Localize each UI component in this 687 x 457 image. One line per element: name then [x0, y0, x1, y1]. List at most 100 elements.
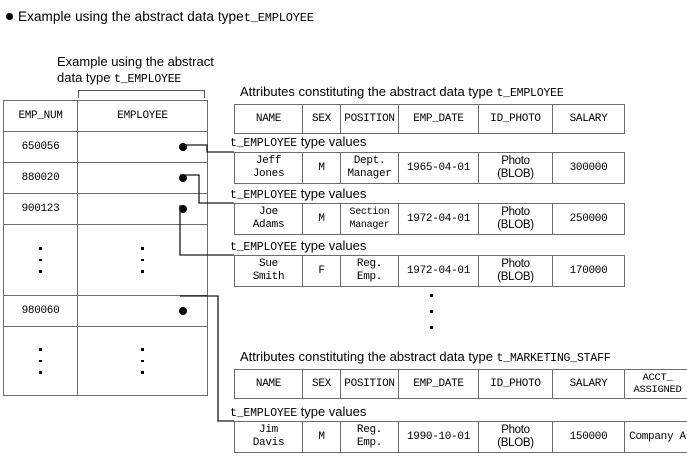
- cell-name-line2: Adams: [252, 219, 285, 231]
- table-row[interactable]: 650056: [3, 131, 208, 163]
- cell-id-photo-line2: (BLOB): [497, 219, 534, 231]
- cell-name-line1: Jeff: [255, 155, 282, 167]
- table-row-ellipsis: [3, 326, 208, 396]
- type-values-label-text: type values: [297, 134, 367, 149]
- column-header-sex: SEX: [302, 104, 341, 134]
- vertical-ellipsis-icon: [78, 327, 207, 395]
- table-row[interactable]: 980060: [3, 295, 208, 327]
- column-header-emp-date: EMP_DATE: [398, 104, 479, 134]
- page-title-text: Example using the abstract data type: [18, 9, 244, 24]
- column-header-position: POSITION: [340, 104, 399, 134]
- table-row[interactable]: 880020: [3, 162, 208, 194]
- vertical-ellipsis-icon: [4, 327, 77, 395]
- cell-id-photo: Photo (BLOB): [478, 203, 553, 235]
- column-header-position: POSITION: [340, 369, 399, 399]
- employee-type-caption: Attributes constituting the abstract dat…: [240, 84, 564, 100]
- cell-salary: 250000: [552, 203, 625, 235]
- cell-id-photo-line1: Photo: [501, 424, 530, 436]
- cell-position-line1: Reg.: [356, 424, 383, 436]
- reference-anchor-icon: [179, 174, 187, 182]
- employee-value-row-jeff-jones: Jeff Jones M Dept. Manager 1965-04-01 Ph…: [234, 152, 625, 184]
- type-values-label-text: type values: [297, 238, 367, 253]
- column-header-emp-num: EMP_NUM: [3, 100, 78, 132]
- cell-emp-num: 880020: [3, 162, 78, 194]
- cell-ellipsis: [77, 224, 208, 296]
- cell-emp-num: 980060: [3, 295, 78, 327]
- cell-position-line2: Emp.: [356, 437, 383, 449]
- cell-position-line1: Dept.: [353, 155, 386, 167]
- marketing-type-caption-code: t_MARKETING_STAFF: [496, 352, 611, 365]
- cell-employee-ref: [77, 193, 208, 225]
- cell-emp-date: 1972-04-01: [398, 255, 479, 287]
- table-header-row: NAME SEX POSITION EMP_DATE ID_PHOTO SALA…: [234, 369, 687, 399]
- table-row: Jim Davis M Reg. Emp. 1990-10-01 Photo (…: [234, 421, 687, 453]
- marketing-attributes-header-table: NAME SEX POSITION EMP_DATE ID_PHOTO SALA…: [234, 369, 687, 399]
- cell-emp-date: 1965-04-01: [398, 152, 479, 184]
- type-values-label-code: t_EMPLOYEE: [230, 407, 298, 420]
- cell-position: Section Manager: [340, 203, 399, 235]
- cell-ellipsis: [3, 224, 78, 296]
- table-row[interactable]: 900123: [3, 193, 208, 225]
- reference-anchor-icon: [179, 205, 187, 213]
- cell-name-line1: Jim: [259, 424, 278, 436]
- employee-number-table: EMP_NUM EMPLOYEE 650056 880020 900123: [3, 100, 208, 396]
- bullet-icon: [6, 13, 13, 20]
- cell-name: Sue Smith: [234, 255, 303, 287]
- cell-id-photo-line2: (BLOB): [497, 437, 534, 449]
- type-values-label: t_EMPLOYEE type values: [230, 238, 366, 254]
- vertical-ellipsis-icon: [4, 225, 77, 295]
- cell-name-line1: Joe: [259, 206, 278, 218]
- cell-id-photo-line1: Photo: [501, 206, 530, 218]
- marketing-type-caption-text: Attributes constituting the abstract dat…: [240, 349, 497, 364]
- cell-id-photo: Photo (BLOB): [478, 421, 553, 453]
- cell-sex: M: [302, 152, 341, 184]
- employee-type-caption-code: t_EMPLOYEE: [496, 87, 564, 100]
- marketing-value-row-jim-davis: Jim Davis M Reg. Emp. 1990-10-01 Photo (…: [234, 421, 687, 453]
- cell-sex: F: [302, 255, 341, 287]
- reference-anchor-icon: [179, 143, 187, 151]
- table-header-row: EMP_NUM EMPLOYEE: [3, 100, 208, 132]
- cell-emp-date: 1972-04-01: [398, 203, 479, 235]
- type-values-label: t_EMPLOYEE type values: [230, 404, 366, 420]
- type-values-label-text: type values: [297, 186, 367, 201]
- reference-anchor-icon: [179, 307, 187, 315]
- cell-salary: 150000: [552, 421, 625, 453]
- cell-employee-ref: [77, 162, 208, 194]
- table-row: Sue Smith F Reg. Emp. 1972-04-01 Photo (…: [234, 255, 625, 287]
- cell-name: Jeff Jones: [234, 152, 303, 184]
- cell-position: Reg. Emp.: [340, 255, 399, 287]
- cell-position-line1: Section: [349, 207, 390, 218]
- cell-employee-ref: [77, 295, 208, 327]
- cell-sex: M: [302, 421, 341, 453]
- cell-ellipsis: [3, 326, 78, 396]
- type-values-label-text: type values: [297, 404, 367, 419]
- vertical-ellipsis-icon: [430, 294, 433, 329]
- column-header-sex: SEX: [302, 369, 341, 399]
- table-row: Joe Adams M Section Manager 1972-04-01 P…: [234, 203, 625, 235]
- column-header-salary: SALARY: [552, 104, 625, 134]
- column-header-id-photo: ID_PHOTO: [478, 104, 553, 134]
- cell-id-photo-line1: Photo: [501, 155, 530, 167]
- column-header-name: NAME: [234, 104, 303, 134]
- employee-column-bracket: [78, 90, 205, 98]
- cell-salary: 300000: [552, 152, 625, 184]
- column-header-id-photo: ID_PHOTO: [478, 369, 553, 399]
- marketing-type-caption: Attributes constituting the abstract dat…: [240, 349, 611, 365]
- employee-value-row-sue-smith: Sue Smith F Reg. Emp. 1972-04-01 Photo (…: [234, 255, 625, 287]
- cell-name-line2: Smith: [252, 271, 285, 283]
- cell-position-line2: Emp.: [356, 271, 383, 283]
- page-title-code: t_EMPLOYEE: [243, 11, 314, 25]
- cell-employee-ref: [77, 131, 208, 163]
- left-caption-line1: Example using the abstract: [57, 54, 214, 69]
- employee-attributes-header-table: NAME SEX POSITION EMP_DATE ID_PHOTO SALA…: [234, 104, 625, 134]
- cell-ellipsis: [77, 326, 208, 396]
- column-header-acct-line1: ACCT_: [642, 372, 673, 384]
- cell-position-line2: Manager: [347, 168, 392, 180]
- cell-sex: M: [302, 203, 341, 235]
- left-caption-line2-code: t_EMPLOYEE: [114, 73, 182, 86]
- cell-position-line1: Reg.: [356, 258, 383, 270]
- type-values-label-code: t_EMPLOYEE: [230, 241, 298, 254]
- cell-emp-num: 650056: [3, 131, 78, 163]
- column-header-employee: EMPLOYEE: [77, 100, 208, 132]
